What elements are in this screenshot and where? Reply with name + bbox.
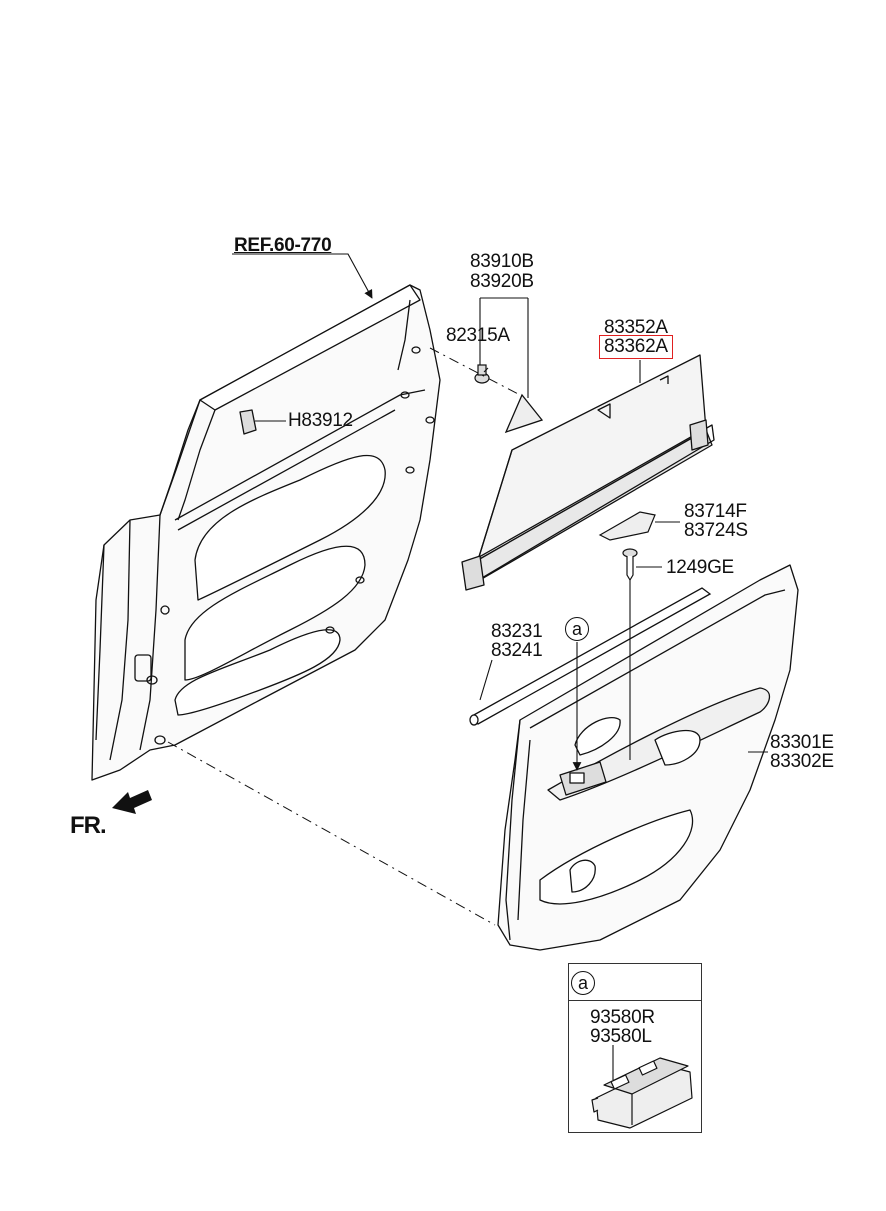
front-direction-label: FR. bbox=[70, 812, 107, 839]
clip-h83912 bbox=[239, 409, 257, 435]
part-83362a-highlighted[interactable]: 83362A bbox=[599, 335, 673, 359]
part-82315a[interactable]: 82315A bbox=[446, 325, 510, 346]
screw-1249ge bbox=[622, 548, 638, 582]
part-83920b[interactable]: 83920B bbox=[470, 271, 534, 292]
part-93580r[interactable]: 93580R bbox=[590, 1007, 655, 1028]
part-93580l[interactable]: 93580L bbox=[590, 1026, 652, 1047]
leader-lines bbox=[232, 253, 768, 1080]
alignment-lines bbox=[167, 347, 523, 926]
inset-divider bbox=[569, 1000, 701, 1001]
door-trim-panel bbox=[497, 564, 799, 951]
door-panel-assembly bbox=[91, 284, 441, 781]
clip-82315a bbox=[474, 364, 490, 384]
part-h83912[interactable]: H83912 bbox=[288, 410, 353, 431]
rear-sunshade bbox=[461, 354, 715, 591]
part-83241[interactable]: 83241 bbox=[491, 640, 543, 661]
delta-trim bbox=[504, 393, 544, 434]
part-83302e[interactable]: 83302E bbox=[770, 751, 834, 772]
trim-83714f bbox=[598, 511, 656, 541]
part-83352a[interactable]: 83352A bbox=[604, 317, 668, 338]
part-83714f[interactable]: 83714F bbox=[684, 501, 747, 522]
detail-a-inset bbox=[568, 963, 702, 1133]
part-83231[interactable]: 83231 bbox=[491, 621, 543, 642]
part-83301e[interactable]: 83301E bbox=[770, 732, 834, 753]
ref-label[interactable]: REF.60-770 bbox=[234, 235, 332, 256]
front-arrow-icon bbox=[112, 790, 152, 814]
part-1249ge[interactable]: 1249GE bbox=[666, 557, 734, 578]
weatherstrip bbox=[469, 587, 712, 726]
part-83910b[interactable]: 83910B bbox=[470, 251, 534, 272]
detail-a-inset-marker: a bbox=[571, 971, 595, 995]
window-switch bbox=[591, 1057, 693, 1129]
part-83724s[interactable]: 83724S bbox=[684, 520, 748, 541]
window-frame bbox=[199, 284, 421, 411]
detail-a-callout[interactable]: a bbox=[565, 617, 589, 641]
